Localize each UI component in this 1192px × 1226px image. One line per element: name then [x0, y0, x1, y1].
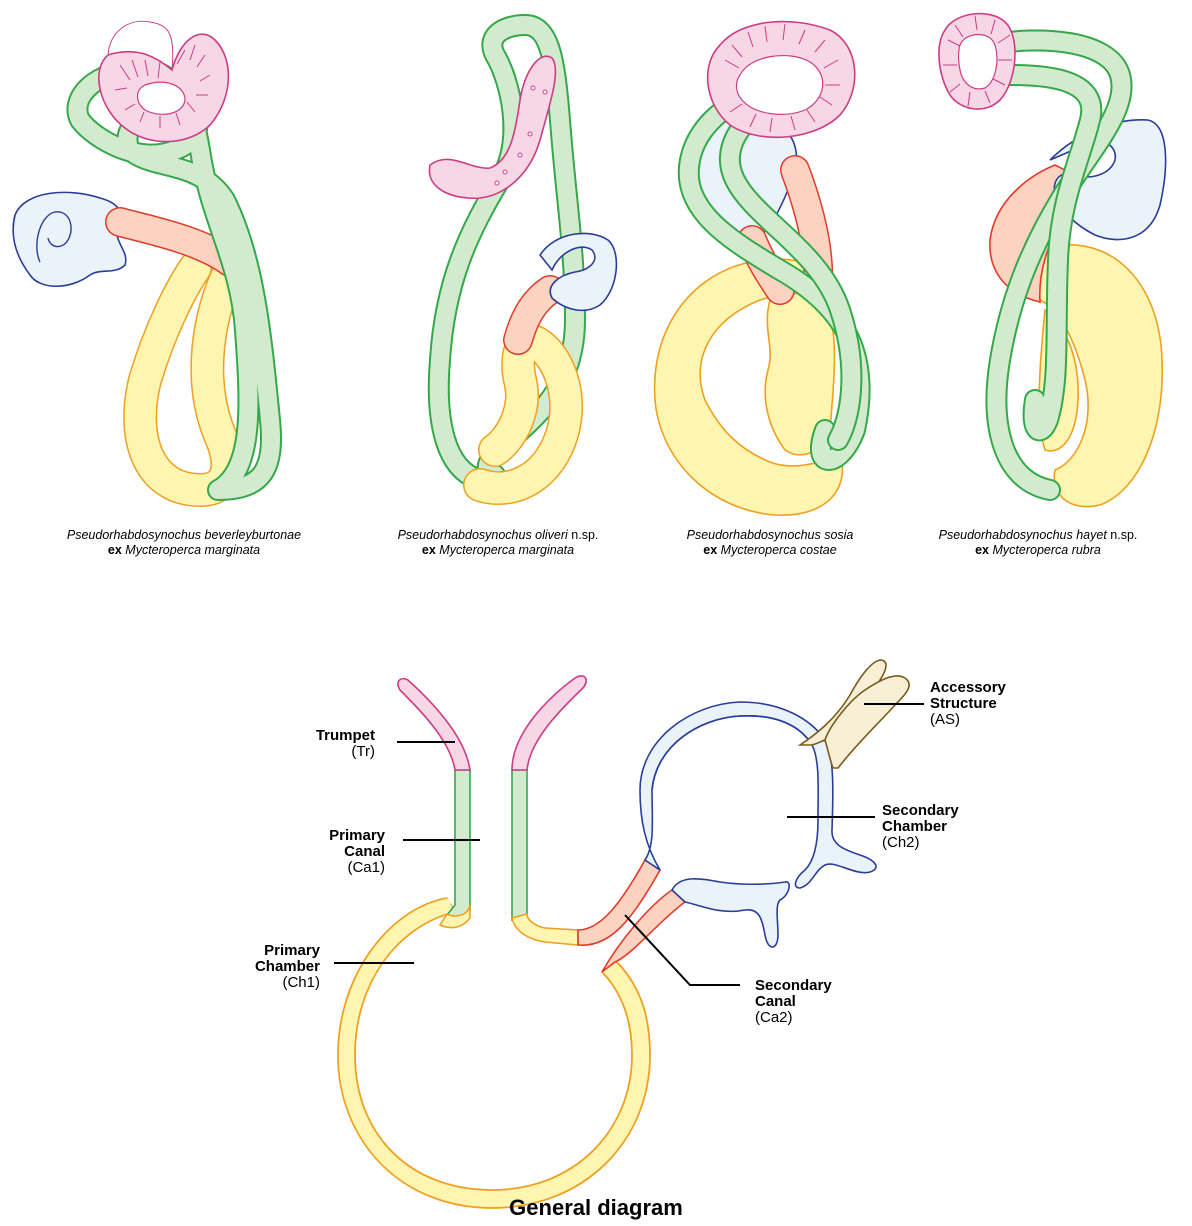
secondary-chamber-1: [13, 192, 126, 286]
ex-word: ex: [422, 543, 436, 557]
trumpet-right: [512, 676, 586, 770]
caption-beverleyburtonae: Pseudorhabdosynochus beverleyburtonae ex…: [34, 528, 334, 558]
label-secondary-chamber: Secondary Chamber (Ch2): [882, 803, 1002, 851]
vagina-drawing-sosia: [655, 22, 860, 516]
species-name: Pseudorhabdosynochus sosia: [687, 528, 854, 542]
diagram-title: General diagram: [0, 1195, 1192, 1221]
ex-word: ex: [108, 543, 122, 557]
label-accessory-structure-name2: Structure: [930, 695, 997, 712]
ex-word: ex: [975, 543, 989, 557]
ex-word: ex: [703, 543, 717, 557]
label-secondary-canal: Secondary Canal (Ca2): [755, 978, 875, 1026]
species-name: Pseudorhabdosynochus beverleyburtonae: [67, 528, 301, 542]
label-primary-canal-abbr: (Ca1): [270, 860, 385, 876]
caption-oliveri: Pseudorhabdosynochus oliveri n.sp. ex My…: [348, 528, 648, 558]
trumpet-left: [398, 679, 470, 770]
label-trumpet-name: Trumpet: [316, 727, 375, 744]
caption-hayet: Pseudorhabdosynochus hayet n.sp. ex Myct…: [888, 528, 1188, 558]
label-accessory-structure: Accessory Structure (AS): [930, 680, 1050, 728]
vagina-drawing-beverleyburtonae: [13, 21, 271, 490]
label-accessory-structure-name1: Accessory: [930, 679, 1006, 696]
label-primary-chamber-abbr: (Ch1): [210, 975, 320, 991]
label-primary-chamber-name1: Primary: [264, 942, 320, 959]
label-primary-chamber: Primary Chamber (Ch1): [210, 943, 320, 991]
label-secondary-chamber-name2: Chamber: [882, 818, 947, 835]
species-suffix: n.sp.: [568, 528, 599, 542]
label-primary-canal-name1: Primary: [329, 827, 385, 844]
label-secondary-chamber-abbr: (Ch2): [882, 835, 1002, 851]
host-name: Mycteroperca costae: [721, 543, 837, 557]
secondary-chamber-general: [640, 702, 825, 870]
vagina-drawing-hayet: [939, 14, 1166, 507]
primary-canal-right: [512, 770, 527, 920]
species-suffix: n.sp.: [1107, 528, 1138, 542]
trumpet-2: [429, 56, 555, 198]
label-secondary-canal-name1: Secondary: [755, 977, 832, 994]
label-trumpet-abbr: (Tr): [270, 744, 375, 760]
label-secondary-canal-name2: Canal: [755, 993, 796, 1010]
host-name: Mycteroperca marginata: [439, 543, 574, 557]
label-primary-canal: Primary Canal (Ca1): [270, 828, 385, 876]
label-primary-chamber-name2: Chamber: [255, 958, 320, 975]
label-primary-canal-name2: Canal: [344, 843, 385, 860]
caption-sosia: Pseudorhabdosynochus sosia ex Mycteroper…: [620, 528, 920, 558]
general-diagram: [334, 660, 924, 1208]
species-name: Pseudorhabdosynochus hayet: [939, 528, 1107, 542]
primary-canal-left: [447, 770, 470, 918]
label-secondary-chamber-name1: Secondary: [882, 802, 959, 819]
species-name: Pseudorhabdosynochus oliveri: [398, 528, 568, 542]
host-name: Mycteroperca marginata: [125, 543, 260, 557]
label-accessory-structure-abbr: (AS): [930, 712, 1050, 728]
host-name: Mycteroperca rubra: [993, 543, 1101, 557]
vagina-drawing-oliveri: [429, 25, 616, 488]
label-trumpet: Trumpet (Tr): [270, 728, 375, 760]
label-secondary-canal-abbr: (Ca2): [755, 1010, 875, 1026]
